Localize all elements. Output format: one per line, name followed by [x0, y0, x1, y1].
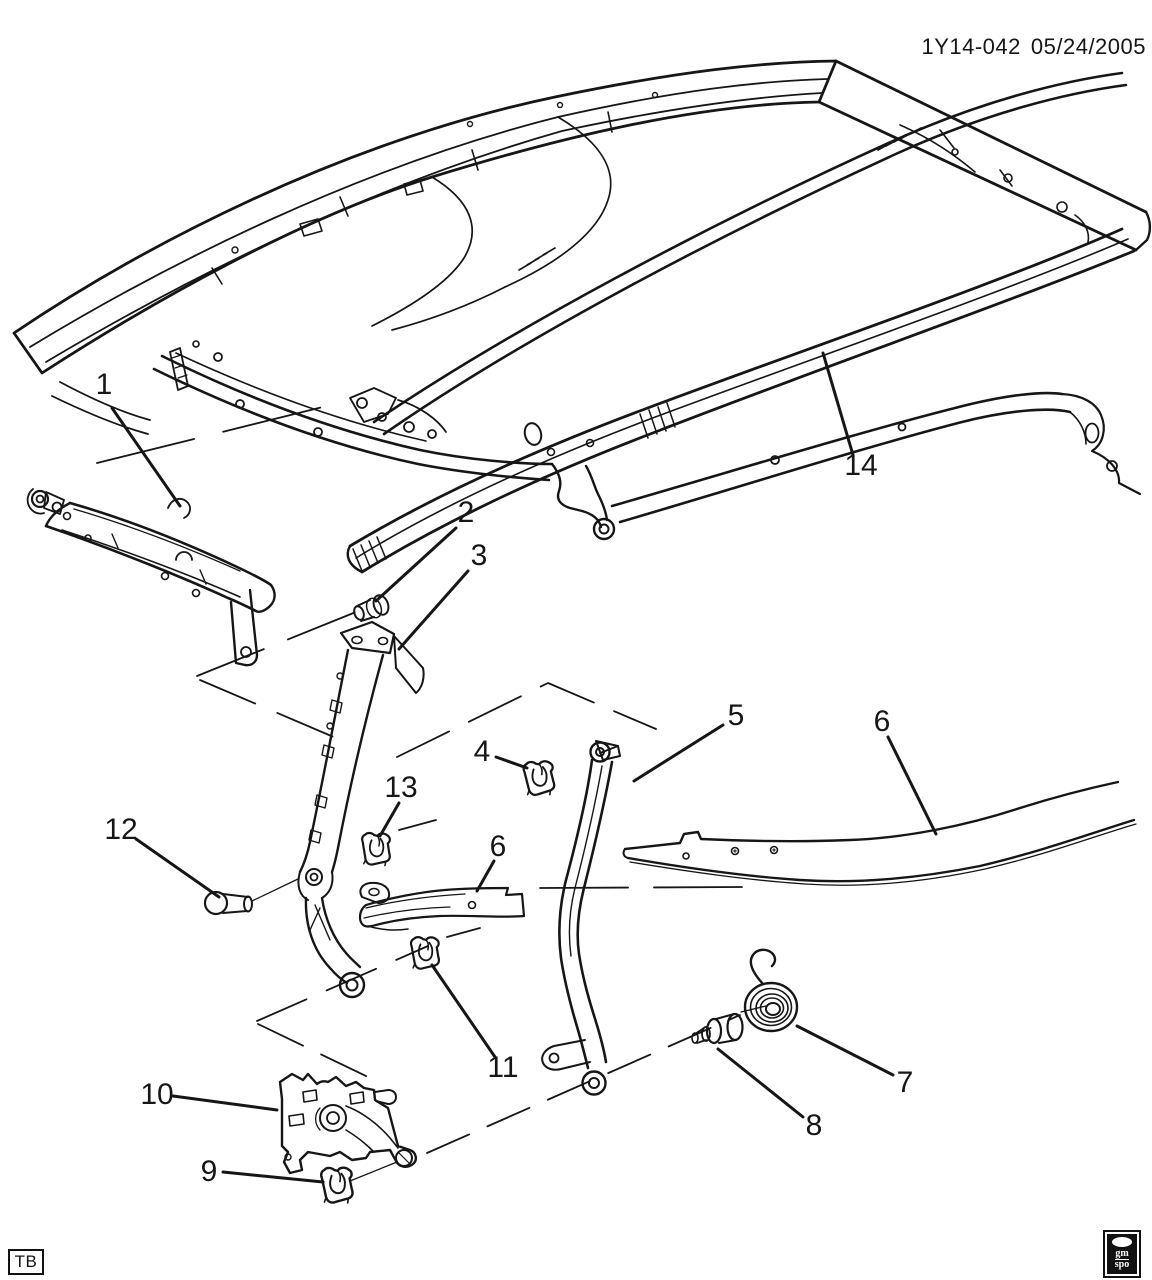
callout-leader-6 — [886, 735, 938, 836]
part-1-side-rail — [26, 488, 276, 667]
callout-label-14: 14 — [844, 449, 877, 482]
callout-leader-2 — [374, 526, 458, 603]
callout-leader-8 — [716, 1047, 805, 1119]
callout-label-11: 11 — [487, 1051, 518, 1084]
callout-label-6: 6 — [490, 830, 507, 863]
callout-label-3: 3 — [471, 539, 488, 572]
callout-leader-4 — [494, 755, 529, 770]
callout-label-4: 4 — [474, 735, 491, 768]
part-9-clip — [319, 1164, 356, 1207]
part-2-pin — [353, 594, 390, 622]
callout-leader-1 — [110, 406, 182, 508]
part-12-pin — [203, 890, 253, 916]
tb-plate-label: TB — [14, 1252, 38, 1271]
part-13-clip — [360, 830, 393, 868]
callout-leader-6 — [475, 859, 496, 893]
callout-leader-13 — [378, 801, 401, 838]
gm-spo-logo: gm spo — [1103, 1230, 1141, 1278]
part-7-spring — [740, 948, 799, 1033]
part-8-bushing — [691, 1012, 744, 1045]
gm-spo-logo-inner: gm spo — [1107, 1234, 1137, 1274]
top-frame-assembly — [12, 59, 1152, 574]
part-6-bracket — [358, 881, 526, 931]
gm-logo-line1: gm — [1114, 1248, 1130, 1260]
drawing-number: 1Y14-042 05/24/2005 — [895, 8, 1146, 86]
callout-leader-7 — [795, 1024, 895, 1077]
tb-plate: TB — [8, 1249, 44, 1275]
callout-label-10: 10 — [140, 1078, 173, 1111]
callout-label-6: 6 — [874, 705, 891, 738]
callout-label-5: 5 — [728, 699, 745, 732]
gm-logo-line2: spo — [1114, 1259, 1130, 1270]
callout-leader-12 — [134, 837, 221, 899]
callout-label-2: 2 — [458, 496, 475, 529]
part-5-link — [541, 740, 621, 1096]
callout-label-8: 8 — [806, 1109, 823, 1142]
drawing-date: 05/24/2005 — [1030, 34, 1146, 59]
callout-label-12: 12 — [104, 813, 137, 846]
part-10-bracket — [278, 1072, 418, 1175]
callout-leader-3 — [397, 569, 470, 651]
callout-leader-10 — [171, 1094, 279, 1112]
drawing-code: 1Y14-042 — [921, 34, 1021, 59]
part-3-link — [297, 620, 425, 999]
part-11-clip — [409, 934, 442, 973]
part-4-clip — [521, 757, 558, 799]
callout-leader-5 — [632, 723, 725, 783]
callout-label-9: 9 — [201, 1155, 218, 1188]
part-6-rail — [622, 780, 1137, 886]
callout-label-1: 1 — [96, 368, 113, 401]
callout-leader-14 — [821, 351, 855, 457]
callout-leader-9 — [221, 1170, 325, 1184]
gm-logo-ellipse-icon — [1112, 1237, 1132, 1247]
gm-spo-logo-text: gm spo — [1114, 1248, 1130, 1270]
callout-leader-11 — [430, 963, 497, 1059]
callout-label-13: 13 — [384, 771, 417, 804]
callout-label-7: 7 — [897, 1066, 914, 1099]
